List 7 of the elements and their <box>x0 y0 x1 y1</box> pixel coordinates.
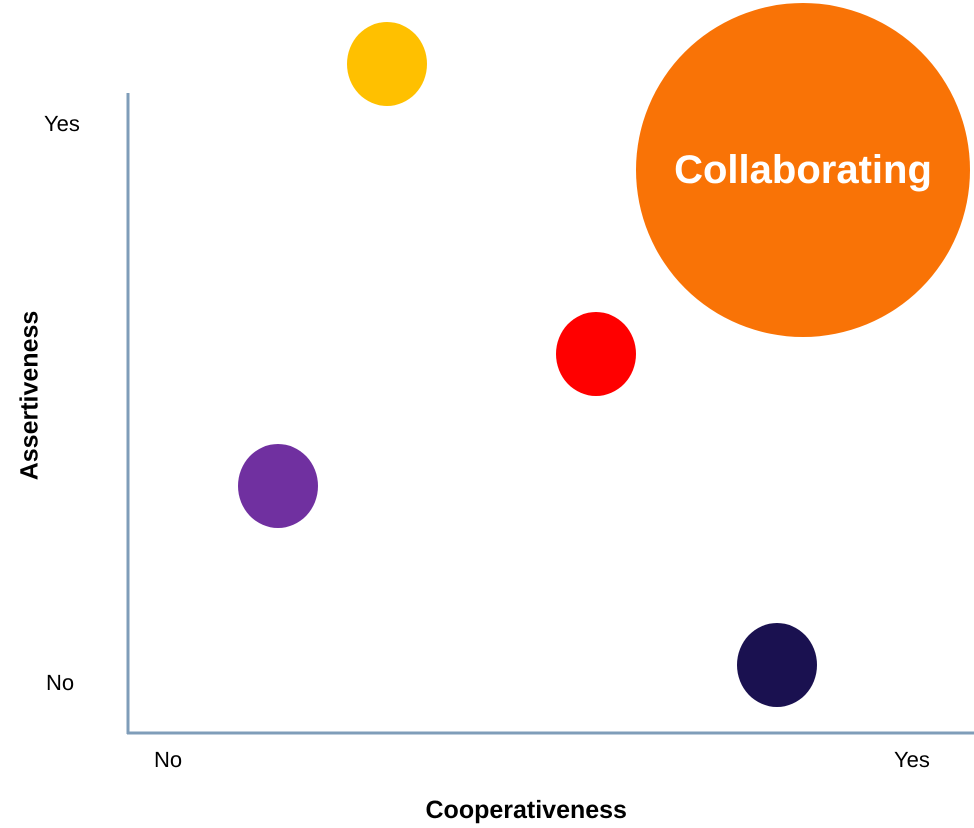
axis-title: Assertiveness <box>15 310 44 480</box>
tick-label: Yes <box>44 111 80 137</box>
tick-label: Yes <box>894 747 930 773</box>
tick-label: No <box>46 670 74 696</box>
tick-label: No <box>154 747 182 773</box>
axis-title: Cooperativeness <box>426 796 627 824</box>
bubble-label: Collaborating <box>674 148 932 192</box>
